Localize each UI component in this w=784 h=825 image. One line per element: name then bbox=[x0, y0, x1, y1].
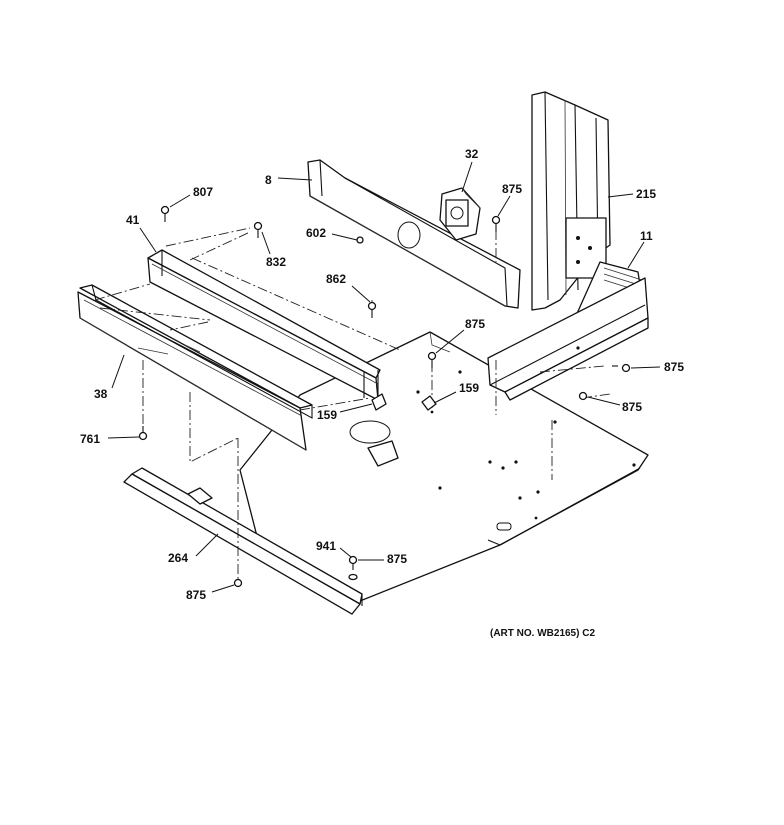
base-panel bbox=[239, 331, 649, 606]
callout-875: 875 bbox=[664, 360, 684, 374]
callout-602: 602 bbox=[306, 226, 326, 240]
screw-icon bbox=[356, 236, 364, 244]
washer-icon bbox=[348, 573, 358, 581]
callout-875: 875 bbox=[502, 182, 522, 196]
callout-264: 264 bbox=[168, 551, 188, 565]
leader-lines bbox=[107, 161, 661, 593]
right-side-rail bbox=[487, 277, 649, 401]
assembly-lines bbox=[94, 227, 611, 580]
callout-875: 875 bbox=[387, 552, 407, 566]
callout-832: 832 bbox=[266, 255, 286, 269]
callout-875: 875 bbox=[465, 317, 485, 331]
screw-icon bbox=[253, 221, 263, 238]
callout-215: 215 bbox=[636, 187, 656, 201]
bottom-trim-part-264 bbox=[123, 467, 363, 615]
callout-8: 8 bbox=[265, 173, 272, 187]
callout-941: 941 bbox=[316, 539, 336, 553]
screw-icon bbox=[160, 205, 170, 222]
callout-159: 159 bbox=[317, 408, 337, 422]
callout-862: 862 bbox=[326, 272, 346, 286]
control-panel-part-38 bbox=[77, 284, 313, 451]
callout-875: 875 bbox=[186, 588, 206, 602]
callout-38: 38 bbox=[94, 387, 108, 401]
side-column-part-215 bbox=[531, 91, 611, 311]
callout-41: 41 bbox=[126, 213, 140, 227]
screw-icon bbox=[367, 301, 377, 318]
screw-icon bbox=[427, 351, 437, 368]
callout-32: 32 bbox=[465, 147, 479, 161]
rear-panel-part-8 bbox=[307, 159, 521, 309]
screw-icon bbox=[491, 215, 501, 232]
clip-icon bbox=[421, 395, 437, 411]
art-number: (ART NO. WB2165) C2 bbox=[490, 628, 595, 639]
callout-159: 159 bbox=[459, 381, 479, 395]
screw-icon bbox=[348, 555, 358, 570]
callout-761: 761 bbox=[80, 432, 100, 446]
screw-icon bbox=[612, 363, 631, 373]
screw-icon bbox=[578, 391, 588, 401]
fasteners bbox=[138, 205, 631, 588]
callout-labels: 807 8 32 875 215 41 832 602 11 862 875 8… bbox=[80, 147, 684, 602]
screw-icon bbox=[233, 578, 243, 588]
fan-motor-part-32 bbox=[439, 187, 481, 241]
callout-11: 11 bbox=[640, 229, 653, 243]
callout-807: 807 bbox=[193, 185, 213, 199]
callout-875: 875 bbox=[622, 400, 642, 414]
screw-icon bbox=[138, 426, 148, 441]
clip-icon bbox=[371, 393, 387, 411]
